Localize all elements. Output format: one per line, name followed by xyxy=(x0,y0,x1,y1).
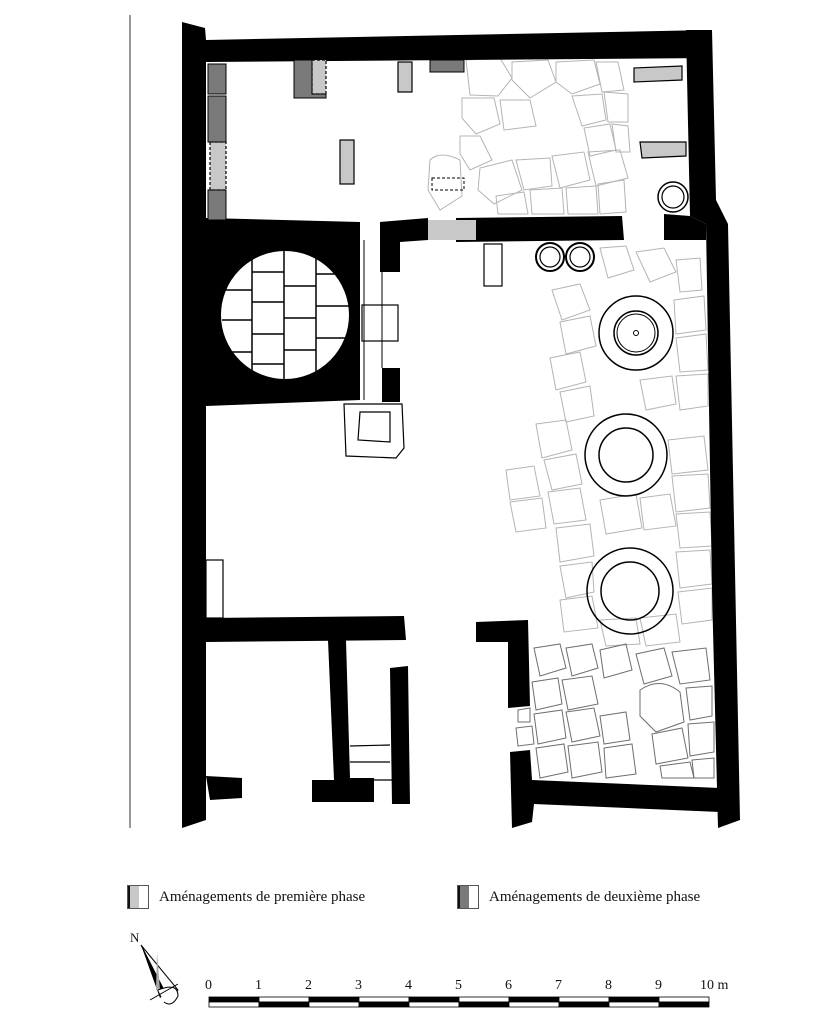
scale-tick-8: 8 xyxy=(605,978,612,993)
dashed-feature xyxy=(431,177,465,191)
scale-tick-6: 6 xyxy=(505,978,512,993)
outline-features xyxy=(205,243,503,781)
phase-2-swatch xyxy=(457,885,479,909)
scale-tick-9: 9 xyxy=(655,978,662,993)
paving-north-room xyxy=(427,57,631,215)
scale-tick-2: 2 xyxy=(305,978,312,993)
scale-tick-4: 4 xyxy=(405,978,412,993)
scale-tick-0: 0 xyxy=(205,978,212,993)
scale-tick-10: 10 m xyxy=(700,978,729,993)
phase-1-fittings xyxy=(209,59,687,240)
north-label: N xyxy=(130,930,140,945)
phase-1-swatch xyxy=(127,885,149,909)
scale-tick-1: 1 xyxy=(255,978,262,993)
scale-tick-7: 7 xyxy=(555,978,562,993)
legend-item-phase-1: Aménagements de première phase xyxy=(127,885,365,909)
legend-label-phase-2: Aménagements de deuxième phase xyxy=(489,888,701,905)
dolia xyxy=(535,181,689,635)
north-arrow-icon xyxy=(140,944,179,1005)
scale-tick-5: 5 xyxy=(455,978,462,993)
paving-southeast xyxy=(515,643,715,779)
scale-bar xyxy=(208,996,710,1008)
circular-basin xyxy=(219,240,399,400)
legend-item-phase-2: Aménagements de deuxième phase xyxy=(457,885,700,909)
scale-tick-3: 3 xyxy=(355,978,362,993)
paving-east-strip xyxy=(505,245,713,647)
legend-label-phase-1: Aménagements de première phase xyxy=(159,888,366,905)
phase-2-fittings xyxy=(207,59,465,221)
